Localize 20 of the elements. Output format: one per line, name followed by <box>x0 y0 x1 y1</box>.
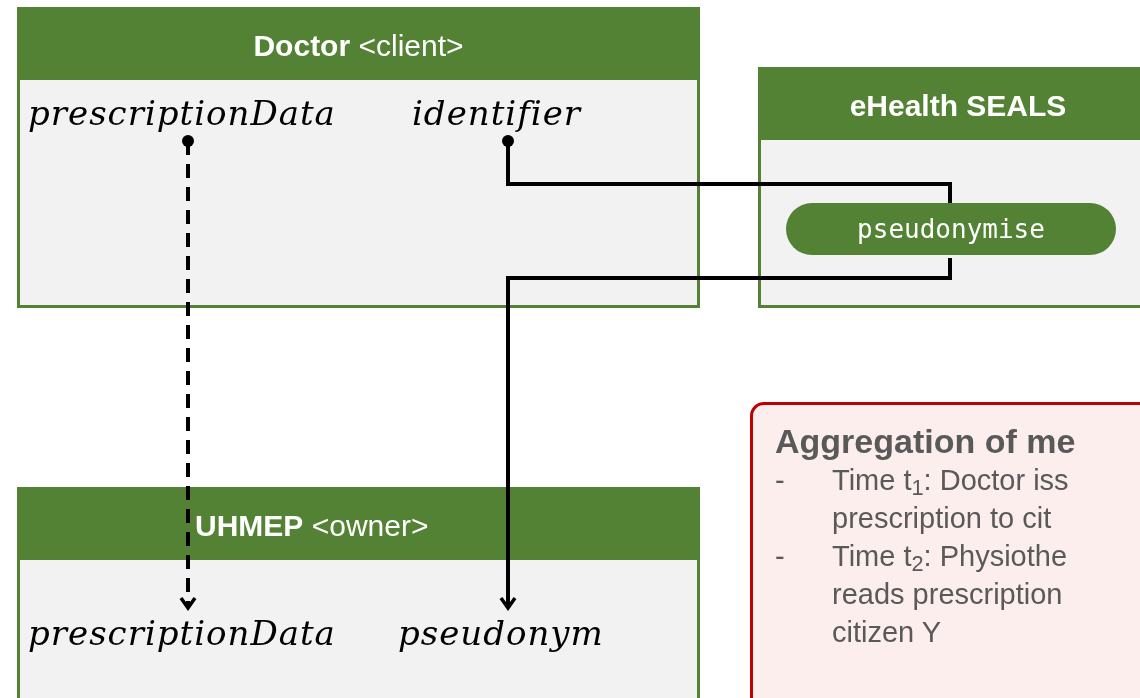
bullet-dash: - <box>775 539 786 574</box>
class-box <box>758 67 1140 308</box>
field-name: prescriptionData <box>28 608 368 658</box>
class-box <box>17 7 700 308</box>
note-text: Time t$_{1}$: Doctor iss prescription to cit <box>832 463 1070 536</box>
note-heading: Aggregation of me <box>775 421 1077 461</box>
field-name: pseudonym <box>398 608 638 658</box>
class-header: Doctor <client> <box>20 10 697 80</box>
note-box <box>750 402 1140 698</box>
connector-line <box>499 258 952 610</box>
class-header: UHMEP <owner> <box>20 490 697 560</box>
class-box <box>17 487 700 698</box>
field-name: identifier <box>412 88 612 138</box>
method-pill: pseudonymise <box>786 203 1116 255</box>
dashed-arrow <box>179 135 197 610</box>
field-name: prescriptionData <box>28 88 368 138</box>
bullet-dash: - <box>775 463 786 498</box>
note-text: Time t$_{2}$: Physiothe reads prescription citizen Y <box>832 539 1069 650</box>
class-header: eHealth SEALS <box>761 70 1140 140</box>
connector-line <box>502 135 952 203</box>
